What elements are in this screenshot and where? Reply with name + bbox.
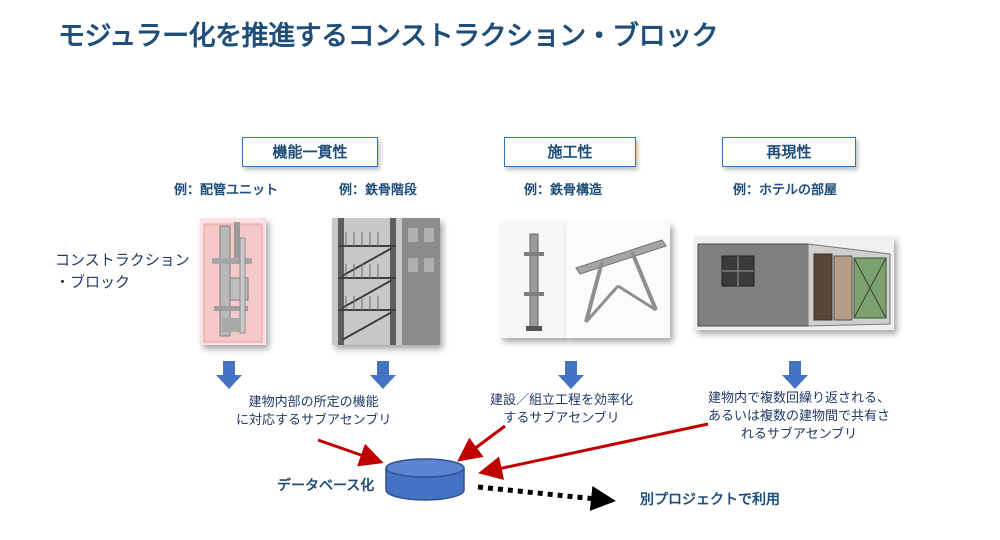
description-line: 建設／組立工程を効率化 (490, 393, 634, 408)
construction-block-label-line1: コンストラクション (55, 251, 190, 269)
description-consistency: 建物内部の所定の機能 に対応するサブアセンブリ (236, 394, 391, 430)
example-hotel: 例：ホテルの部屋 (733, 183, 838, 198)
down-arrow-icon (558, 361, 584, 389)
steel-beam-image (566, 222, 670, 338)
category-reproducibility: 再現性 (722, 137, 856, 167)
description-line: 建物内で複数回繰り返される、 (708, 391, 891, 406)
example-stairs: 例：鉄骨階段 (339, 183, 418, 198)
down-arrow-icon (216, 361, 242, 389)
hotel-room-image (694, 236, 894, 330)
description-line: に対応するサブアセンブリ (236, 413, 392, 428)
category-consistency: 機能一貫性 (242, 137, 378, 167)
description-line: れるサブアセンブリ (740, 427, 858, 442)
database-label: データベース化 (277, 478, 375, 494)
page-title: モジュラー化を推進するコンストラクション・ブロック (58, 21, 719, 52)
example-steel: 例：鉄骨構造 (524, 183, 603, 198)
description-line: あるいは複数の建物間で共有さ (708, 409, 891, 424)
description-line: 建物内部の所定の機能 (248, 395, 379, 410)
description-reproducibility: 建物内で複数回繰り返される、 あるいは複数の建物間で共有さ れるサブアセンブリ (708, 390, 890, 444)
description-constructability: 建設／組立工程を効率化 するサブアセンブリ (490, 392, 633, 428)
steel-column-image (500, 222, 566, 338)
construction-block-label-line2: ・ブロック (55, 273, 131, 291)
down-arrow-icon (370, 361, 396, 389)
description-line: するサブアセンブリ (503, 411, 620, 426)
piping-unit-image (200, 218, 266, 345)
steel-stairs-image (332, 218, 440, 345)
construction-block-label: コンストラクション ・ブロック (55, 249, 190, 293)
reuse-label: 別プロジェクトで利用 (640, 492, 780, 508)
database-cylinder-icon (384, 458, 466, 502)
category-constructability: 施工性 (504, 137, 636, 167)
example-piping: 例：配管ユニット (174, 183, 279, 198)
down-arrow-icon (782, 361, 808, 389)
